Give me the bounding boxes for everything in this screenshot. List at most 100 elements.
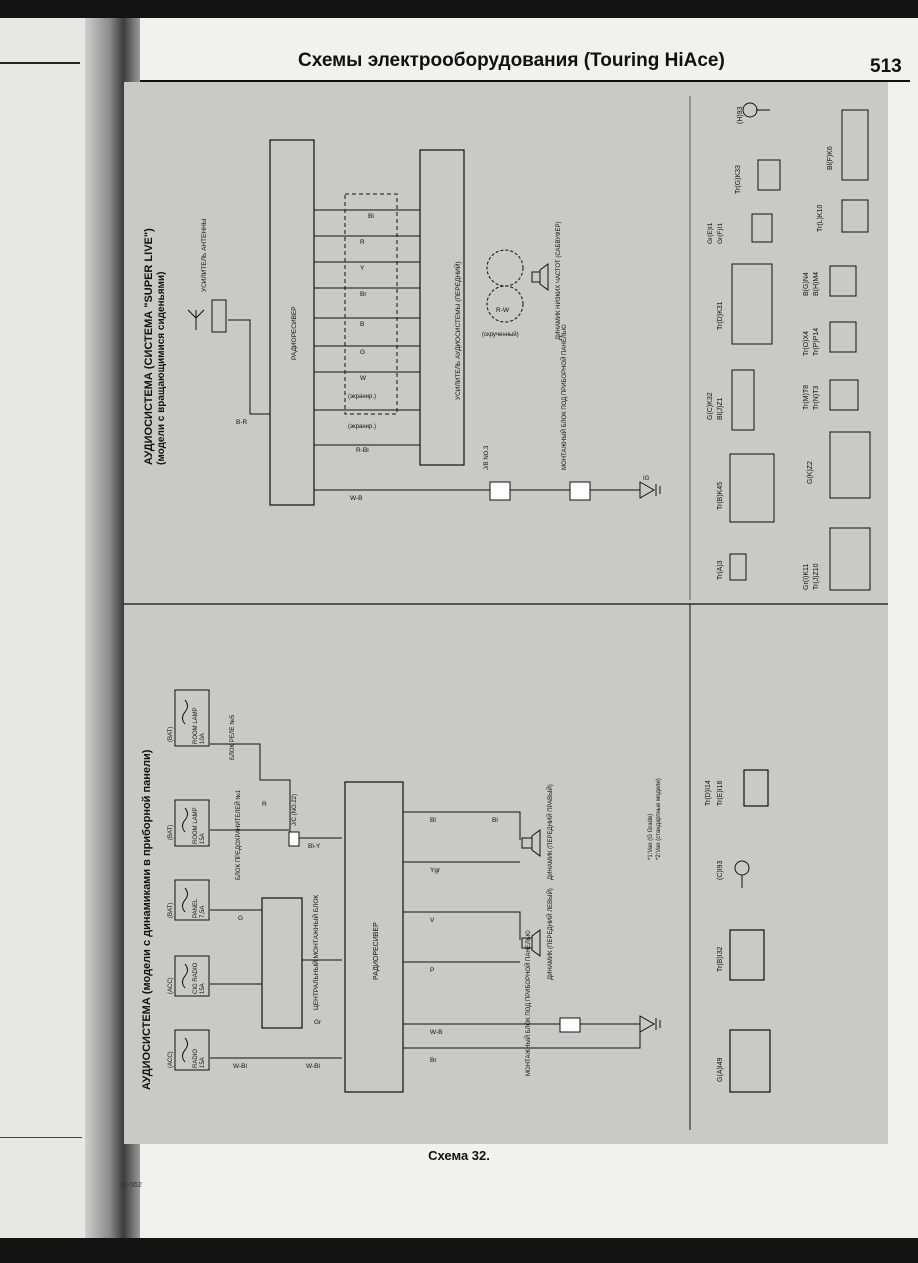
left-page-rule bbox=[0, 62, 80, 64]
twisted-label: (скрученный) bbox=[482, 331, 519, 338]
wire-ygr: Ygr bbox=[430, 867, 441, 874]
wire-rbl-right: R-Bl bbox=[356, 447, 369, 454]
wire-p: P bbox=[430, 967, 434, 974]
antenna-amp-label: УСИЛИТЕЛЬ АНТЕННЫ bbox=[201, 218, 208, 292]
svg-text:Bl(J)Z1: Bl(J)Z1 bbox=[717, 397, 724, 420]
svg-text:Tr(G)K33: Tr(G)K33 bbox=[735, 165, 742, 194]
svg-text:Tr(O)X4: Tr(O)X4 bbox=[803, 331, 810, 356]
wire-g: G bbox=[238, 915, 243, 922]
note-2: *2:Van (стандартные модели) bbox=[656, 778, 662, 860]
svg-text:G(K)Z2: G(K)Z2 bbox=[807, 461, 814, 484]
wire-gr: Gr bbox=[314, 1019, 322, 1026]
wire-y-right: Y bbox=[360, 265, 365, 272]
wire-br: Br bbox=[430, 1057, 437, 1064]
ground-label: IG bbox=[643, 476, 650, 482]
note-1: *1:Van (G Grade) bbox=[648, 814, 654, 860]
wire-b-right: B bbox=[360, 321, 364, 328]
fuse-row: RADIO 15A (ACC) CIG RADIO 15A (ACC) bbox=[168, 689, 210, 1071]
left-section-title: АУДИОСИСТЕМА (модели с динамиками в приб… bbox=[141, 749, 153, 1090]
fuse-4-source: (BAT) bbox=[168, 825, 174, 840]
left-ground-icon bbox=[639, 1015, 661, 1033]
right-section-title: АУДИОСИСТЕМА (СИСТЕМА "SUPER LIVE") bbox=[143, 228, 155, 465]
speaker-front-left-label: ДИНАМИК (ПЕРЕДНИЙ ЛЕВЫЙ) bbox=[546, 888, 554, 980]
fuse-3-rating: 7,5A bbox=[200, 906, 206, 918]
svg-text:B(H)M4: B(H)M4 bbox=[813, 272, 820, 296]
svg-text:Tr(E)I16: Tr(E)I16 bbox=[717, 780, 724, 806]
svg-text:(C)I93: (C)I93 bbox=[717, 860, 724, 880]
left-connector-93: (C)I93 bbox=[717, 860, 750, 888]
wire-v: V bbox=[430, 917, 435, 924]
header-rule bbox=[140, 80, 910, 82]
antenna-icon bbox=[187, 309, 205, 330]
svg-text:Gr(I)K11: Gr(I)K11 bbox=[803, 564, 810, 590]
subwoofer-label: ДИНАМИК НИЗКИХ ЧАСТОТ (САБВУФЕР) bbox=[556, 222, 562, 340]
svg-text:Tr(B)I32: Tr(B)I32 bbox=[717, 946, 724, 972]
jc-connector bbox=[288, 831, 300, 847]
diagram-area bbox=[124, 82, 888, 1144]
left-radio-label: РАДИОРЕСИВЕР bbox=[373, 922, 380, 980]
figure-caption: Схема 32. bbox=[428, 1148, 490, 1163]
wire-r: R bbox=[262, 801, 267, 808]
jb-no3 bbox=[489, 481, 511, 501]
wire-g-right: G bbox=[360, 349, 365, 356]
wire-wbl-1: W-Bl bbox=[233, 1063, 248, 1070]
left-ip-junction bbox=[559, 1017, 581, 1033]
page-code: 33-552 bbox=[120, 1182, 142, 1189]
svg-text:G(A)I49: G(A)I49 bbox=[717, 1057, 724, 1082]
left-connector-i14: Tr(D)I14 Tr(E)I16 bbox=[705, 769, 769, 807]
page-title: Схемы электрооборудования (Touring HiAce… bbox=[298, 50, 725, 71]
fuse-2-rating: 15A bbox=[200, 983, 206, 994]
central-block-label: ЦЕНТРАЛЬНЫЙ МОНТАЖНЫЙ БЛОК bbox=[311, 895, 320, 1010]
left-ip-junction-label: МОНТАЖНЫЙ БЛОК ПОД ПРИБОРНОЙ ПАНЕЛЬЮ bbox=[524, 930, 532, 1076]
fuse-3-source: (BAT) bbox=[168, 903, 174, 918]
right-radio-label: РАДИОРЕСИВЕР bbox=[291, 306, 298, 360]
shield-label: (экранир.) bbox=[348, 394, 376, 400]
svg-text:B(G)N4: B(G)N4 bbox=[803, 272, 810, 296]
svg-text:Tr(B)K45: Tr(B)K45 bbox=[717, 482, 724, 510]
right-connector-93: (H)93 bbox=[737, 102, 770, 124]
svg-text:Tr(M)T8: Tr(M)T8 bbox=[803, 385, 810, 410]
wire-rw-right: R-W bbox=[496, 307, 510, 314]
scan-bottom-border bbox=[0, 1238, 918, 1263]
speaker-front-right-label: ДИНАМИК (ПЕРЕДНИЙ ПРАВЫЙ) bbox=[546, 784, 554, 880]
subwoofer-icon bbox=[531, 263, 549, 291]
fuse-5-name: ROOM LAMP bbox=[193, 707, 199, 744]
right-section-subtitle: (модели с вращающимися сиденьями) bbox=[156, 272, 167, 465]
wire-bl: Bl bbox=[430, 817, 436, 824]
right-ground-icon bbox=[639, 481, 661, 499]
left-radio-receiver bbox=[344, 781, 404, 1093]
svg-text:(H)93: (H)93 bbox=[737, 106, 744, 124]
right-ip-junction-label: МОНТАЖНЫЙ БЛОК ПОД ПРИБОРНОЙ ПАНЕЛЬЮ bbox=[560, 324, 568, 470]
right-amp-label: УСИЛИТЕЛЬ АУДИОСИСТЕМЫ (ПЕРЕДНИЙ) bbox=[453, 261, 462, 400]
left-page-edge bbox=[0, 18, 88, 1240]
svg-text:Tr(J)Z10: Tr(J)Z10 bbox=[813, 563, 820, 590]
right-connector-k31: Tr(D)K31 bbox=[717, 263, 773, 345]
central-junction-block bbox=[261, 897, 303, 1029]
subwoofer-cone-2 bbox=[486, 285, 524, 323]
wire-brown-right: Br bbox=[360, 291, 367, 298]
right-connector-3: Tr(A)3 bbox=[717, 553, 747, 581]
right-connector-k45: Tr(B)K45 bbox=[717, 453, 775, 523]
shield-label-2: (экранир.) bbox=[348, 424, 376, 430]
jb-label: J/B NO.3 bbox=[484, 445, 490, 470]
svg-text:G(C)K32: G(C)K32 bbox=[707, 392, 714, 420]
speaker-front-right-icon bbox=[521, 829, 541, 857]
svg-text:Bl(F)K6: Bl(F)K6 bbox=[827, 146, 834, 170]
right-connector-k10: Tr(L)K10 bbox=[817, 199, 869, 233]
fuse-5-rating: 10A bbox=[200, 733, 206, 744]
wire-bl-right: Bl bbox=[368, 213, 374, 220]
scan-top-border bbox=[0, 0, 918, 20]
svg-text:Tr(L)K10: Tr(L)K10 bbox=[817, 205, 824, 232]
left-connector-i32: Tr(B)I32 bbox=[717, 929, 765, 981]
wire-wb: W-B bbox=[430, 1029, 443, 1036]
svg-text:Tr(A)3: Tr(A)3 bbox=[717, 560, 724, 580]
jc-label: J/C (NO.22) bbox=[292, 794, 298, 826]
svg-text:Gr(F)I1: Gr(F)I1 bbox=[717, 223, 724, 244]
fuse-3-name: PANEL bbox=[193, 898, 199, 918]
left-connector-i49: G(A)I49 bbox=[717, 1029, 771, 1093]
